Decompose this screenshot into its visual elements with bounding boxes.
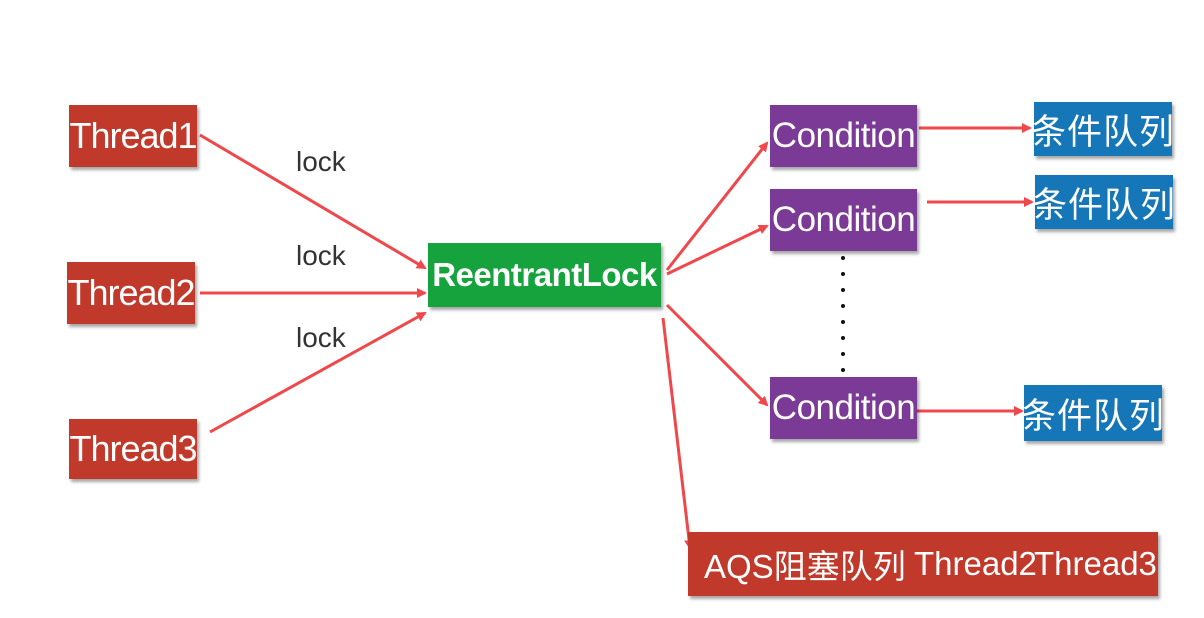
lock-label-3: lock (296, 322, 346, 353)
thread2-node: Thread2 (67, 262, 196, 324)
edge-lock-to-condition2 (666, 224, 769, 276)
aqs-queue-label: AQS阻塞队列 (704, 548, 906, 585)
edge-thread3-to-lock (209, 311, 427, 434)
thread1-node: Thread1 (69, 105, 198, 167)
condition-queue-2: 条件队列 (1032, 175, 1175, 229)
condition-queue-1: 条件队列 (1031, 102, 1174, 156)
lock-label-1: lock (296, 146, 346, 177)
condition-node-1: Condition (770, 105, 917, 167)
ellipsis-dots (841, 256, 845, 372)
aqs-member-thread3: Thread3 (1034, 545, 1157, 582)
lock-label-2: lock (296, 240, 346, 271)
condition-node-2: Condition (770, 189, 917, 251)
condition-queue-3: 条件队列 (1021, 385, 1164, 441)
reentrantlock-node: ReentrantLock (428, 243, 661, 307)
aqs-blocking-queue: AQS阻塞队列 Thread2 Thread3 (688, 532, 1158, 596)
thread3-node: Thread3 (69, 419, 198, 479)
aqs-member-thread2: Thread2 (914, 545, 1037, 582)
condition-node-3: Condition (770, 377, 917, 439)
edge-lock-to-aqs (661, 317, 695, 550)
edge-lock-to-condition3 (665, 303, 769, 407)
edge-lock-to-condition1 (665, 141, 769, 271)
edge-thread1-to-lock (199, 133, 427, 270)
